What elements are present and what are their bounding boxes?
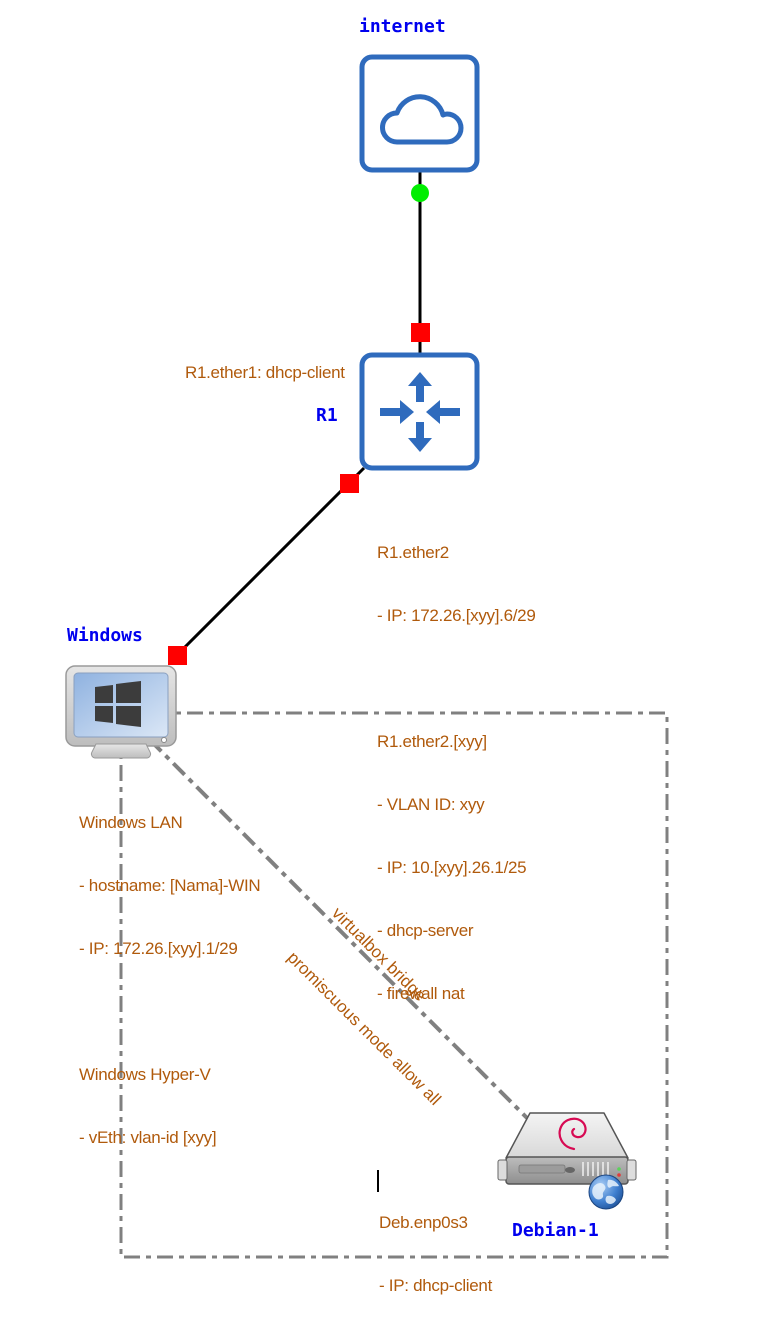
power-led [161, 737, 167, 743]
windows-logo-icon [95, 681, 141, 727]
cloud-icon [380, 94, 464, 145]
note-line: - hostname: [Nama]-WIN [79, 876, 261, 895]
note-line: - vEth: vlan-id [xyy] [79, 1128, 217, 1147]
vent-grille [582, 1162, 609, 1176]
server-ear-right [626, 1159, 637, 1181]
status-down-r1-ether1 [411, 323, 430, 342]
note-line: - firewall nat [377, 984, 465, 1003]
status-down-windows [168, 646, 187, 665]
link-windows-debian[interactable] [148, 738, 529, 1120]
note-line: - IP: 172.26.[xyy].1/29 [79, 939, 238, 958]
note-r1-ether2[interactable]: R1.ether2 - IP: 172.26.[xyy].6/29 R1.eth… [377, 500, 536, 1025]
internet-label: internet [359, 16, 446, 37]
status-led-red [617, 1173, 621, 1177]
note-debian[interactable]: Deb.enp0s3 - IP: dhcp-client [379, 1170, 492, 1317]
note-line: Deb.enp0s3 [379, 1213, 468, 1232]
note-line: - IP: 10.[xyy].26.1/25 [377, 858, 527, 877]
group-box[interactable] [119, 711, 669, 1259]
router-icon [380, 372, 460, 452]
debian-swirl-icon [558, 1117, 587, 1151]
windows-node[interactable] [65, 665, 177, 759]
r1-box [359, 352, 480, 471]
debian-label: Debian-1 [512, 1220, 599, 1241]
globe-icon [588, 1174, 624, 1210]
note-line [79, 1001, 260, 1022]
r1-node[interactable] [359, 352, 480, 471]
status-down-r1-ether2 [340, 474, 359, 493]
text-cursor [377, 1170, 379, 1192]
internet-node[interactable] [359, 54, 480, 173]
monitor-stand [90, 743, 152, 759]
note-line: - VLAN ID: xyy [377, 795, 485, 814]
windows-label: Windows [67, 625, 143, 646]
note-line [377, 668, 535, 689]
server-ear-left [497, 1159, 508, 1181]
link-r1-windows[interactable] [168, 466, 366, 664]
debian-node[interactable] [497, 1112, 637, 1210]
note-line: - IP: dhcp-client [379, 1276, 493, 1295]
note-line: R1.ether2.[xyy] [377, 732, 487, 751]
internet-box [359, 54, 480, 173]
status-up-internet [411, 184, 429, 202]
note-line: Windows LAN [79, 813, 183, 832]
note-windows[interactable]: Windows LAN - hostname: [Nama]-WIN - IP:… [79, 770, 261, 1169]
note-line: Windows Hyper-V [79, 1065, 211, 1084]
note-line: - dhcp-server [377, 921, 474, 940]
status-led-green [617, 1167, 621, 1171]
note-line: R1.ether2 [377, 543, 449, 562]
note-line: - IP: 172.26.[xyy].6/29 [377, 606, 536, 625]
drive-button [565, 1167, 575, 1173]
note-r1-ether1[interactable]: R1.ether1: dhcp-client [185, 320, 345, 404]
r1-label: R1 [316, 405, 338, 426]
topology-canvas [65, 54, 669, 1259]
monitor-screen [73, 672, 169, 738]
drive-slot [518, 1164, 566, 1174]
note-line: R1.ether1: dhcp-client [185, 363, 345, 382]
